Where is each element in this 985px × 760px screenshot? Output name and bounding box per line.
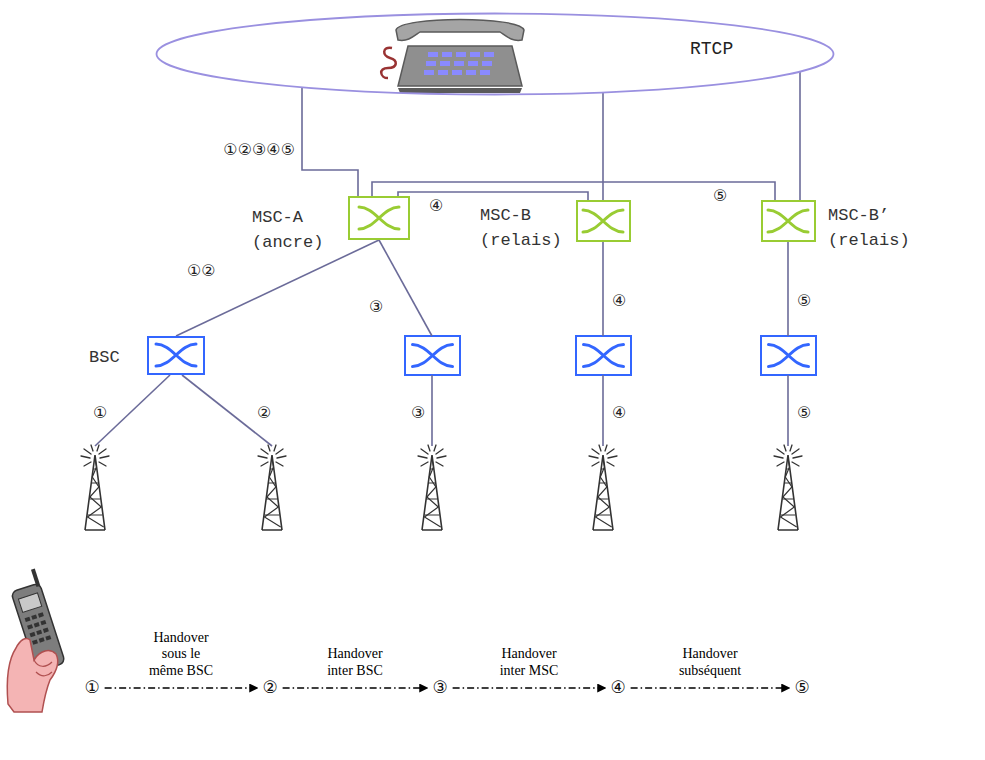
bsc-box	[761, 336, 816, 375]
switch-symbol	[583, 210, 623, 232]
switch-symbol	[359, 207, 399, 229]
callout-number: ②	[262, 677, 277, 697]
link-wire	[302, 87, 358, 196]
msc-box: MSC-B’ (relais)	[761, 200, 816, 242]
callout-number: ①	[84, 677, 99, 697]
link-wire	[176, 240, 379, 336]
bsc-box: BSC	[147, 336, 205, 375]
callout-number: ⑤	[796, 292, 812, 310]
msc-box: MSC-B (relais)	[576, 200, 631, 242]
phone-cord	[381, 48, 396, 78]
position-number: ④	[608, 677, 627, 699]
node-name: MSC-B (relais)	[480, 204, 568, 253]
callout-number: ②	[256, 404, 272, 422]
node-name: MSC-B’ (relais)	[828, 204, 916, 253]
callout-number: ①②	[186, 262, 217, 280]
callout-number: ③	[432, 677, 447, 697]
edge-label: Handover sous le même BSC	[145, 630, 217, 680]
phone-base	[398, 46, 522, 86]
link-wire	[398, 192, 588, 200]
antenna-symbol	[258, 445, 286, 530]
callout-number: ④	[428, 197, 444, 215]
switch-symbol	[768, 210, 808, 232]
edge-label: Handover inter MSC	[489, 646, 569, 680]
link-wire	[95, 240, 788, 446]
network-cloud: RTCP	[155, 12, 835, 96]
callout-number: ⑤	[712, 187, 728, 205]
telephone-illustration	[381, 20, 524, 94]
callout-number: ①②③④⑤	[222, 141, 296, 159]
edge-label: Handover subséquent	[668, 646, 752, 680]
phone-handset	[396, 20, 524, 41]
movement-arrow	[283, 687, 428, 689]
bsc-box	[405, 336, 460, 375]
link-wire	[602, 92, 604, 200]
edge-label: Handover inter BSC	[315, 646, 395, 680]
antenna-symbol	[418, 445, 446, 530]
cloud-outline	[157, 14, 834, 95]
bsc-box	[576, 336, 631, 375]
msc-box: MSC-A (ancre)	[348, 196, 410, 240]
antenna-symbol	[81, 445, 109, 530]
position-number: ②	[260, 677, 279, 699]
phone-foot	[398, 88, 522, 93]
mobile-phone-illustration	[6, 569, 65, 712]
position-number: ①	[82, 677, 101, 699]
movement-arrow	[631, 687, 790, 689]
movement-arrow	[453, 687, 606, 689]
callout-number: ④	[611, 292, 627, 310]
phone-keypad	[424, 52, 494, 75]
node-name: BSC	[89, 346, 139, 371]
callout-number: ③	[410, 404, 426, 422]
position-number: ⑤	[792, 677, 811, 699]
antenna-symbol	[589, 445, 617, 530]
antenna-symbol	[774, 445, 802, 530]
network-name: RTCP	[690, 39, 733, 59]
callout-number: ⑤	[794, 677, 809, 697]
movement-arrow	[105, 687, 258, 689]
position-number: ③	[430, 677, 449, 699]
link-wire	[799, 72, 801, 200]
callout-number: ①	[92, 404, 108, 422]
callout-number: ④	[611, 404, 627, 422]
switch-symbol	[156, 344, 196, 366]
callout-number: ③	[368, 298, 384, 316]
node-name: MSC-A (ancre)	[252, 206, 340, 255]
callout-number: ⑤	[796, 404, 812, 422]
callout-number: ④	[610, 677, 625, 697]
